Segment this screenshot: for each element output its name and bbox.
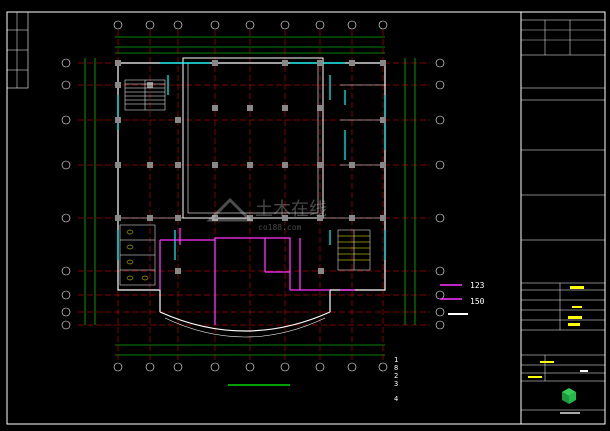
- toilet-room: [119, 224, 156, 286]
- structural-columns: [115, 60, 386, 274]
- partitions: [159, 228, 355, 325]
- legend-label-1: 123: [470, 281, 485, 290]
- watermark-subtext: co188.com: [258, 223, 302, 232]
- title-block: [520, 11, 606, 425]
- line-legend: 123 150: [440, 281, 485, 315]
- watermark-text: 土木在线: [255, 199, 327, 220]
- legend-line-3: [448, 313, 468, 315]
- side-number-1: 1: [394, 356, 398, 364]
- axis-markers: [61, 20, 445, 372]
- side-number-4: 3: [394, 380, 398, 388]
- stairs: [124, 79, 371, 271]
- legend-label-2: 150: [470, 297, 485, 306]
- side-number-5: 4: [394, 395, 398, 403]
- side-number-list: 1 8 2 3 4: [394, 356, 398, 403]
- windows: [117, 62, 386, 260]
- side-number-2: 8: [394, 364, 398, 372]
- watermark: 土木在线 co188.com: [206, 197, 327, 232]
- side-number-3: 2: [394, 372, 398, 380]
